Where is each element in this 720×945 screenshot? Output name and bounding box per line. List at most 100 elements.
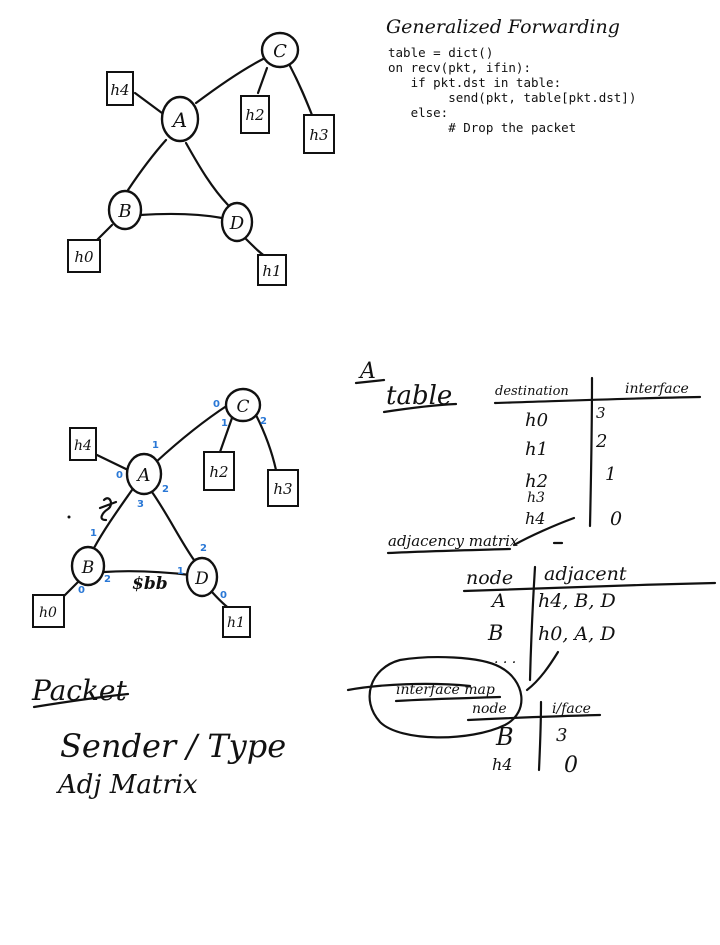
bottom-host-h4: h4 [69,427,97,461]
code-line-5: else: [388,105,448,120]
imap-header-node: node [472,701,507,717]
top-node-c-label: C [273,41,287,62]
scribble-on-link [98,497,118,522]
bottom-node-d-label: D [194,569,209,589]
port-a-h4: 0 [116,470,123,481]
link-a-h4 [133,91,164,115]
bottom-host-h1-label: h1 [227,615,245,631]
router-a-underline [354,378,386,385]
code-line-1: table = dict() [388,45,493,60]
adj-header-adjacent: adjacent [544,563,627,585]
imap-header-iface: i/face [552,701,591,717]
packet-line-1: Sender / Type [60,727,286,765]
top-host-h3: h3 [303,114,335,154]
ft-row-0-iface: 3 [596,404,606,422]
link-a-h4-2 [95,453,130,472]
top-host-h1: h1 [257,254,287,286]
link-c-h2-2 [218,416,234,454]
notes-interface-map: interface map node i/face B 3 h4 0 [346,656,602,778]
adj-header-rule [462,581,717,593]
ft-row-1-iface: 2 [595,431,607,452]
bottom-host-h2: h2 [203,451,235,491]
adj-row-0-node: A [490,590,506,612]
bottom-node-a-label: A [136,465,151,486]
bottom-host-h2-label: h2 [209,463,228,481]
ft-row-3-dest: h3 [527,490,545,506]
top-host-h3-label: h3 [309,126,328,144]
port-b-d: 2 [104,574,111,585]
bottom-node-d: D [185,556,219,598]
top-node-b-label: B [117,201,131,222]
imap-header-rule [466,713,602,722]
packet-label: Packet [31,674,127,707]
ft-header-destination: destination [495,384,569,399]
link-c-h3 [288,64,314,117]
code-block: Generalized Forwarding table = dict() on… [386,16,636,135]
link-a-d-2 [150,490,196,562]
code-title: Generalized Forwarding [386,16,620,38]
bottom-node-b: B [70,545,106,587]
top-host-h4-label: h4 [110,81,129,99]
port-d-h1: 0 [220,590,227,601]
adj-row-1-node: B [487,621,503,645]
adj-ellipsis: . . . [494,651,516,667]
adj-row-1-adjacent: h0, A, D [538,623,615,645]
imap-row-0-iface: 3 [556,725,567,746]
notes-packet: Packet Sender / Type Adj Matrix [31,674,286,800]
port-b-h0: 0 [78,585,85,596]
code-line-4: send(pkt, table[pkt.dst]) [388,90,636,105]
top-host-h4: h4 [106,71,134,106]
imap-row-1-node: h4 [492,755,512,774]
top-host-h0-label: h0 [74,248,94,266]
top-node-d: D [220,201,254,243]
ft-row-4-iface: 0 [610,508,622,530]
port-b-a: 1 [90,528,97,539]
notes-forwarding-table: A table destination interface h0 3 h1 2 … [354,359,702,547]
bottom-host-h0: h0 [32,594,65,628]
port-labels: 0 1 2 3 1 0 2 0 1 2 2 1 0 [78,399,267,601]
top-node-a-label: A [171,108,187,132]
interface-map-underline [394,695,502,703]
port-a-b: 3 [137,499,144,510]
code-line-2: on recv(pkt, ifin): [388,60,531,75]
bottom-host-h3: h3 [267,469,299,507]
interface-map-label: interface map [396,682,495,698]
bottom-node-b-label: B [81,558,95,578]
top-host-h2-label: h2 [245,106,264,124]
port-a-c: 1 [152,440,159,451]
code-line-6: # Drop the packet [388,120,576,135]
scribble-text: $bb [132,574,168,594]
packet-line-2: Adj Matrix [56,770,198,800]
top-host-h2: h2 [240,95,270,134]
bottom-host-h4-label: h4 [74,438,92,454]
top-host-h1-label: h1 [262,262,281,280]
scribble-dot [67,515,71,519]
link-b-d [138,212,224,220]
adjacency-underline [386,547,512,555]
link-c-h3-2 [254,413,278,472]
code-line-3: if pkt.dst in table: [388,75,561,90]
bottom-node-a: A [125,452,163,496]
port-c-top: 0 [213,399,220,410]
adj-row-0-adjacent: h4, B, D [538,590,616,612]
bottom-host-h3-label: h3 [273,480,292,498]
ft-row-2-dest: h2 [525,471,548,492]
table-label-underline [382,402,458,414]
ft-column-rule [588,376,594,528]
ft-row-0-dest: h0 [525,410,548,431]
port-c-h3: 2 [260,416,267,427]
imap-row-0-node: B [495,723,514,751]
ft-bottom-stroke [512,516,576,547]
interface-map-circle [346,656,523,739]
top-node-d-label: D [229,213,245,234]
ft-row-1-dest: h1 [525,439,548,460]
ft-row-2-iface: 1 [605,464,616,485]
scribble-marks: $bb [67,497,168,594]
bottom-node-c-label: C [236,397,249,417]
ft-header-interface: interface [625,381,689,397]
top-network-diagram: A C B D h4 h2 h3 h0 [67,31,335,286]
adj-header-node: node [466,567,513,589]
imap-row-1-iface: 0 [564,753,578,778]
link-a-b-2 [92,488,134,550]
